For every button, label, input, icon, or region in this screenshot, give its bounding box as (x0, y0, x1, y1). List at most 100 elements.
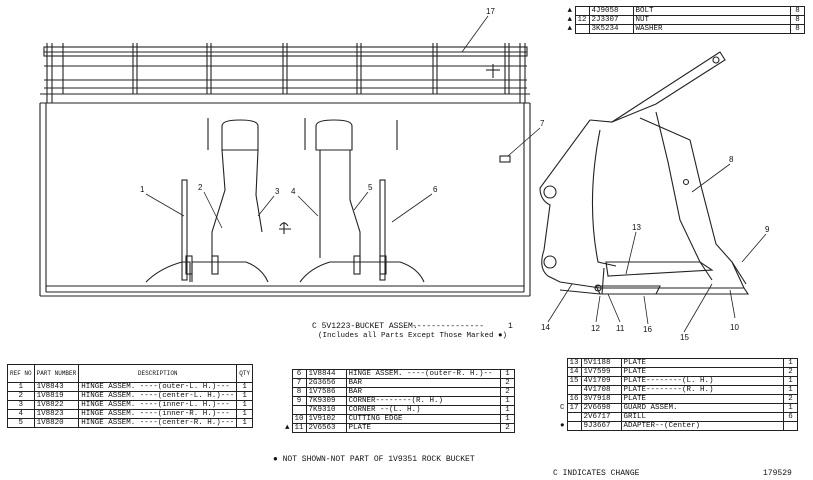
row-part-number: 1V8820 (33, 418, 80, 428)
row-part-number: 5V1188 (580, 358, 622, 368)
table-row: 15 4V1709 PLATE--------(L. H.) 1 (558, 376, 798, 386)
row-description: GUARD ASSEM. (620, 403, 785, 413)
row-part-number: 3V7918 (580, 394, 622, 404)
callout-4: 4 (291, 187, 296, 196)
callout-10: 10 (730, 323, 739, 332)
bucket-body (39, 103, 531, 297)
row-ref: 13 (566, 358, 582, 368)
row-part-number: 1V8823 (33, 409, 80, 419)
row-part-number: 1V8843 (33, 382, 80, 392)
parts-table-middle: 6 1V8844 HINGE ASSEM. ----(outer-R. H.)-… (283, 369, 515, 433)
callout-12: 12 (591, 324, 600, 333)
row-mark (283, 397, 292, 406)
row-ref (566, 412, 582, 422)
table-row: ▲ 12 2J3307 NUT 8 (565, 15, 805, 25)
callout-16: 16 (643, 325, 652, 334)
leader-lines (145, 15, 767, 333)
row-qty: 1 (500, 414, 515, 424)
row-description: PLATE--------(L. H.) (620, 376, 785, 386)
row-description: WASHER (632, 24, 792, 34)
row-part-number: 1V7586 (305, 387, 347, 397)
row-part-number: 1V9102 (305, 414, 347, 424)
row-ref: 8 (291, 387, 307, 397)
row-description: CORNER--------(R. H.) (345, 396, 502, 406)
row-qty: 2 (783, 394, 798, 404)
row-ref (574, 6, 590, 16)
callout-7: 7 (540, 119, 545, 128)
row-description: GRILL (620, 412, 785, 422)
assembly-qty: 1 (508, 322, 513, 331)
row-qty: 2 (500, 387, 515, 397)
footnote: ● NOT SHOWN-NOT PART OF 1V9351 ROCK BUCK… (273, 455, 475, 464)
row-mark: C (560, 404, 565, 412)
row-mark (558, 359, 567, 368)
guard-grill (40, 43, 530, 104)
table-row: C 17 2V6698 GUARD ASSEM. 1 (558, 403, 798, 413)
row-part-number: 2J3307 (588, 15, 634, 25)
callout-8: 8 (729, 155, 734, 164)
row-description: HINGE ASSEM. ----(center-R. H.)--- (78, 418, 238, 428)
row-qty: 1 (783, 403, 798, 413)
row-ref: 10 (291, 414, 307, 424)
row-description: ADAPTER--(Center) (620, 421, 785, 431)
callout-9: 9 (765, 225, 770, 234)
table-row: 2 1V8819 HINGE ASSEM. ----(center-L. H.)… (7, 391, 254, 401)
row-ref: 4 (7, 409, 35, 419)
hardware-table: ▲ 4J9058 BOLT 8 ▲ 12 2J3307 NUT 8 ▲ 3K52… (565, 6, 805, 34)
table-row: 6 1V8844 HINGE ASSEM. ----(outer-R. H.)-… (283, 369, 515, 379)
callout-15: 15 (680, 333, 689, 342)
row-part-number: 2V6717 (580, 412, 622, 422)
row-ref: 7 (291, 378, 307, 388)
row-part-number: 7K9310 (305, 405, 347, 415)
row-qty: 1 (236, 418, 254, 428)
row-description: PLATE (620, 358, 785, 368)
callout-6: 6 (433, 185, 438, 194)
row-description: PLATE--------(R. H.) (620, 385, 785, 395)
row-qty: 1 (236, 400, 254, 410)
row-part-number: 1V7599 (580, 367, 622, 377)
row-description: BAR (345, 378, 502, 388)
row-part-number: 7K9309 (305, 396, 347, 406)
row-mark (558, 377, 567, 386)
row-part-number: 4V1708 (580, 385, 622, 395)
callout-11: 11 (616, 324, 625, 333)
row-mark: ▲ (567, 7, 572, 15)
callout-14: 14 (541, 323, 550, 332)
row-ref: 3 (7, 400, 35, 410)
row-part-number: 1V8822 (33, 400, 80, 410)
row-mark (558, 413, 567, 422)
parts-table-right: 13 5V1188 PLATE 1 14 1V7599 PLATE 2 15 4… (558, 358, 798, 431)
row-mark: ▲ (285, 424, 290, 432)
row-ref: 2 (7, 391, 35, 401)
header-ref: REF NO (7, 364, 35, 383)
table-row: 7 2G3656 BAR 2 (283, 378, 515, 388)
row-qty: 1 (783, 376, 798, 386)
row-mark (283, 415, 292, 424)
row-qty: 1 (236, 409, 254, 419)
table-row: 4V1708 PLATE--------(R. H.) 1 (558, 385, 798, 395)
table-row: 5 1V8820 HINGE ASSEM. ----(center-R. H.)… (7, 418, 254, 428)
row-mark (283, 388, 292, 397)
table-row: 14 1V7599 PLATE 2 (558, 367, 798, 377)
row-mark: ▲ (567, 25, 572, 33)
row-part-number: 2G3656 (305, 378, 347, 388)
row-description: BAR (345, 387, 502, 397)
table-header-row: REF NO PART NUMBER DESCRIPTION QTY (7, 364, 254, 383)
row-part-number: 1V8844 (305, 369, 347, 379)
table-row: 3 1V8822 HINGE ASSEM. ----(inner-L. H.)-… (7, 400, 254, 410)
row-ref: 5 (7, 418, 35, 428)
callout-3: 3 (275, 187, 280, 196)
row-qty: 1 (783, 385, 798, 395)
row-part-number: 9J3667 (580, 421, 622, 431)
row-mark (283, 406, 292, 415)
header-part-number: PART NUMBER (33, 364, 80, 383)
table-row: 10 1V9102 CUTTING EDGE 1 (283, 414, 515, 424)
change-note: C INDICATES CHANGE (553, 469, 640, 478)
row-qty: 1 (783, 358, 798, 368)
row-part-number: 4V1709 (580, 376, 622, 386)
row-ref: 6 (291, 369, 307, 379)
row-mark (283, 379, 292, 388)
row-qty: 1 (500, 396, 515, 406)
row-ref: 1 (7, 382, 35, 392)
table-row: ▲ 4J9058 BOLT 8 (565, 6, 805, 16)
